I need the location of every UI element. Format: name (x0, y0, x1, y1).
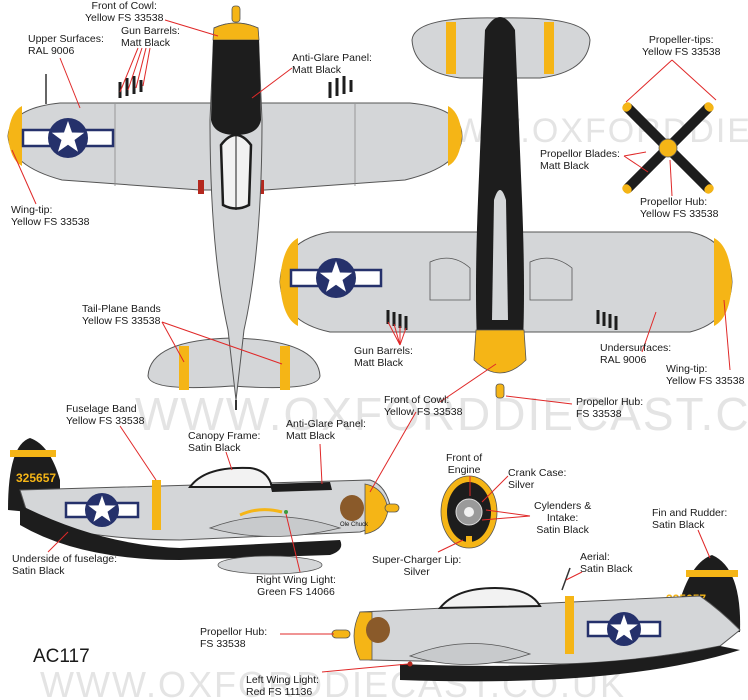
left-underside (20, 505, 342, 560)
product-code: AC117 (33, 646, 90, 667)
label-propeller-hub-under: Propellor Hub:FS 33538 (576, 396, 644, 420)
left-serial: 325657 (16, 471, 56, 485)
label-aerial: Aerial:Satin Black (580, 551, 633, 575)
top-tailplane-band-right (280, 346, 290, 390)
top-tailplane-band-left (179, 346, 189, 390)
under-fuselage (476, 17, 524, 360)
label-propeller-hub-top: Propellor Hub:Yellow FS 33538 (640, 196, 719, 220)
left-roundel (64, 493, 140, 527)
top-anti-glare (211, 40, 261, 135)
left-side-view-aircraft: 325657 Ole Chuck (8, 438, 400, 575)
leader-lines (11, 19, 731, 673)
label-upper-surfaces: Upper Surfaces:RAL 9006 (28, 33, 104, 57)
label-left-wing-light: Left Wing Light:Red FS 11136 (246, 674, 319, 698)
top-cowl (212, 22, 260, 41)
under-cowl (473, 329, 527, 374)
label-underside-fuselage: Underside of fuselage:Satin Black (12, 553, 118, 577)
label-fin-rudder: Fin and Rudder:Satin Black (652, 507, 728, 531)
top-spinner (231, 5, 241, 23)
top-view-aircraft (7, 5, 463, 410)
top-roundel (21, 118, 115, 158)
top-wingtip-left (8, 106, 22, 166)
label-propeller-hub-side: Propellor Hub:FS 33538 (200, 626, 268, 650)
label-anti-glare-side: Anti-Glare Panel:Matt Black (286, 418, 366, 442)
front-engine-view (440, 475, 498, 549)
label-crank-case: Crank Case:Silver (508, 467, 567, 491)
label-gun-barrels-top: Gun Barrels:Matt Black (121, 25, 180, 49)
label-front-cowl-top: Front of Cowl:Yellow FS 33538 (85, 0, 164, 24)
label-undersurfaces: Undersurfaces:RAL 9006 (600, 342, 672, 366)
label-propeller-blades: Propellor Blades:Matt Black (540, 148, 620, 172)
left-nose-art: Ole Chuck (340, 522, 369, 528)
label-propeller-tips: Propeller-tips:Yellow FS 33538 (642, 34, 721, 58)
under-view-aircraft (279, 17, 733, 399)
label-canopy-frame: Canopy Frame:Satin Black (188, 430, 261, 454)
under-roundel (289, 258, 383, 298)
label-supercharger-lip: Super-Charger Lip:Silver (372, 554, 462, 578)
right-side-view-aircraft: 325657 (331, 555, 741, 682)
label-anti-glare-top: Anti-Glare Panel:Matt Black (292, 52, 372, 76)
left-canopy (188, 466, 274, 488)
label-right-wing-light: Right Wing Light:Green FS 14066 (256, 574, 336, 598)
right-canopy (437, 586, 542, 610)
label-front-cowl-under: Front of Cowl:Yellow FS 33538 (384, 394, 463, 418)
watermark-middle: WWW.OXFORDDIECAST.CO.UK (135, 388, 748, 440)
label-gun-barrels-under: Gun Barrels:Matt Black (354, 345, 413, 369)
label-wing-tip-under: Wing-tip:Yellow FS 33538 (666, 363, 745, 387)
right-roundel (586, 612, 662, 646)
top-wingtip-right (448, 106, 462, 166)
label-wing-tip-top: Wing-tip:Yellow FS 33538 (11, 204, 90, 228)
label-cylinders-intake: Cylenders &Intake:Satin Black (534, 500, 592, 536)
